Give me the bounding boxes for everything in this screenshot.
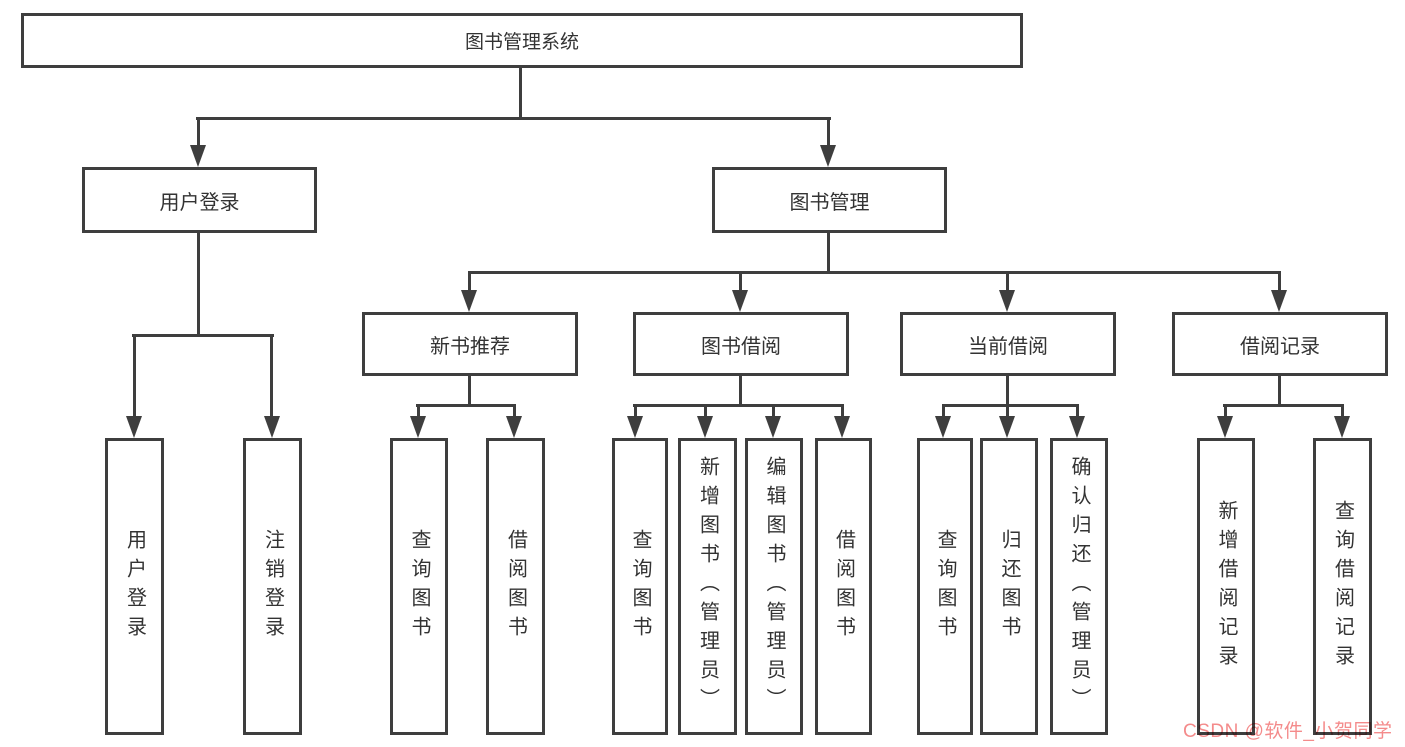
arrowhead (1217, 416, 1233, 438)
leaf-edit-book-admin: 编辑图书（管理员） (745, 438, 803, 735)
leaf-query-borrow-record: 查询借阅记录 (1313, 438, 1372, 735)
node-current-borrow: 当前借阅 (900, 312, 1116, 376)
node-label: 新增图书（管理员） (696, 456, 719, 717)
connector (704, 404, 707, 418)
node-label: 用户登录 (123, 528, 146, 645)
arrowhead (1334, 416, 1350, 438)
node-root: 图书管理系统 (21, 13, 1023, 68)
connector (132, 334, 274, 337)
arrowhead (834, 416, 850, 438)
connector (827, 233, 830, 273)
connector (633, 404, 844, 407)
connector (1223, 404, 1344, 407)
node-label: 图书管理系统 (464, 32, 579, 53)
connector (513, 404, 516, 418)
leaf-return-book: 归还图书 (980, 438, 1038, 735)
connector (417, 404, 420, 418)
node-new-book-rec: 新书推荐 (362, 312, 578, 376)
connector (1006, 376, 1009, 406)
leaf-query-books-2: 查询图书 (612, 438, 668, 735)
arrowhead (126, 416, 142, 438)
node-book-mgmt: 图书管理 (712, 167, 947, 233)
connector (197, 117, 200, 147)
arrowhead (697, 416, 713, 438)
leaf-logout: 注销登录 (243, 438, 302, 735)
connector (1278, 376, 1281, 406)
connector (133, 334, 136, 418)
csdn-watermark: CSDN @软件_小贺同学 (1183, 721, 1393, 742)
connector (1006, 404, 1009, 418)
arrowhead (765, 416, 781, 438)
arrowhead (732, 290, 748, 312)
connector (519, 68, 522, 119)
connector (416, 404, 516, 407)
connector (1076, 404, 1079, 418)
connector (1278, 271, 1281, 292)
connector (1224, 404, 1227, 418)
arrowhead (999, 416, 1015, 438)
connector (468, 271, 471, 292)
node-book-borrow: 图书借阅 (633, 312, 849, 376)
connector (841, 404, 844, 418)
leaf-user-login: 用户登录 (105, 438, 164, 735)
node-label: 用户登录 (159, 191, 240, 214)
leaf-add-book-admin: 新增图书（管理员） (678, 438, 737, 735)
node-label: 确认归还（管理员） (1068, 456, 1090, 717)
connector (196, 117, 831, 120)
node-label: 当前借阅 (968, 335, 1048, 358)
connector (942, 404, 1079, 407)
node-label: 编辑图书（管理员） (763, 456, 785, 717)
connector (827, 117, 830, 147)
leaf-borrow-books-1: 借阅图书 (486, 438, 545, 735)
connector (270, 334, 273, 418)
arrowhead (627, 416, 643, 438)
node-label: 注销登录 (261, 528, 284, 645)
node-label: 图书管理 (789, 191, 870, 214)
connector (739, 376, 742, 406)
leaf-confirm-return-admin: 确认归还（管理员） (1050, 438, 1108, 735)
connector (739, 271, 742, 292)
connector (942, 404, 945, 418)
arrowhead (935, 416, 951, 438)
connector (634, 404, 637, 418)
node-label: 借阅记录 (1240, 335, 1320, 358)
node-label: 归还图书 (998, 528, 1020, 645)
connector (1341, 404, 1344, 418)
connector (468, 376, 471, 406)
connector (468, 271, 1281, 274)
node-label: 查询图书 (408, 528, 430, 645)
arrowhead (820, 145, 836, 167)
leaf-add-borrow-record: 新增借阅记录 (1197, 438, 1255, 735)
leaf-query-books-1: 查询图书 (390, 438, 448, 735)
node-label: 查询图书 (934, 528, 956, 645)
leaf-borrow-books-2: 借阅图书 (815, 438, 872, 735)
node-label: 借阅图书 (832, 528, 855, 645)
arrowhead (1271, 290, 1287, 312)
connector (197, 233, 200, 336)
connector (772, 404, 775, 418)
node-borrow-records: 借阅记录 (1172, 312, 1388, 376)
connector (1006, 271, 1009, 292)
node-label: 查询借阅记录 (1331, 499, 1354, 674)
arrowhead (264, 416, 280, 438)
arrowhead (461, 290, 477, 312)
leaf-query-books-3: 查询图书 (917, 438, 973, 735)
node-label: 查询图书 (629, 528, 651, 645)
node-user-login: 用户登录 (82, 167, 317, 233)
arrowhead (190, 145, 206, 167)
node-label: 借阅图书 (504, 528, 527, 645)
node-label: 新书推荐 (430, 335, 510, 358)
arrowhead (1069, 416, 1085, 438)
node-label: 图书借阅 (701, 335, 781, 358)
arrowhead (410, 416, 426, 438)
node-label: 新增借阅记录 (1215, 499, 1237, 674)
arrowhead (999, 290, 1015, 312)
arrowhead (506, 416, 522, 438)
